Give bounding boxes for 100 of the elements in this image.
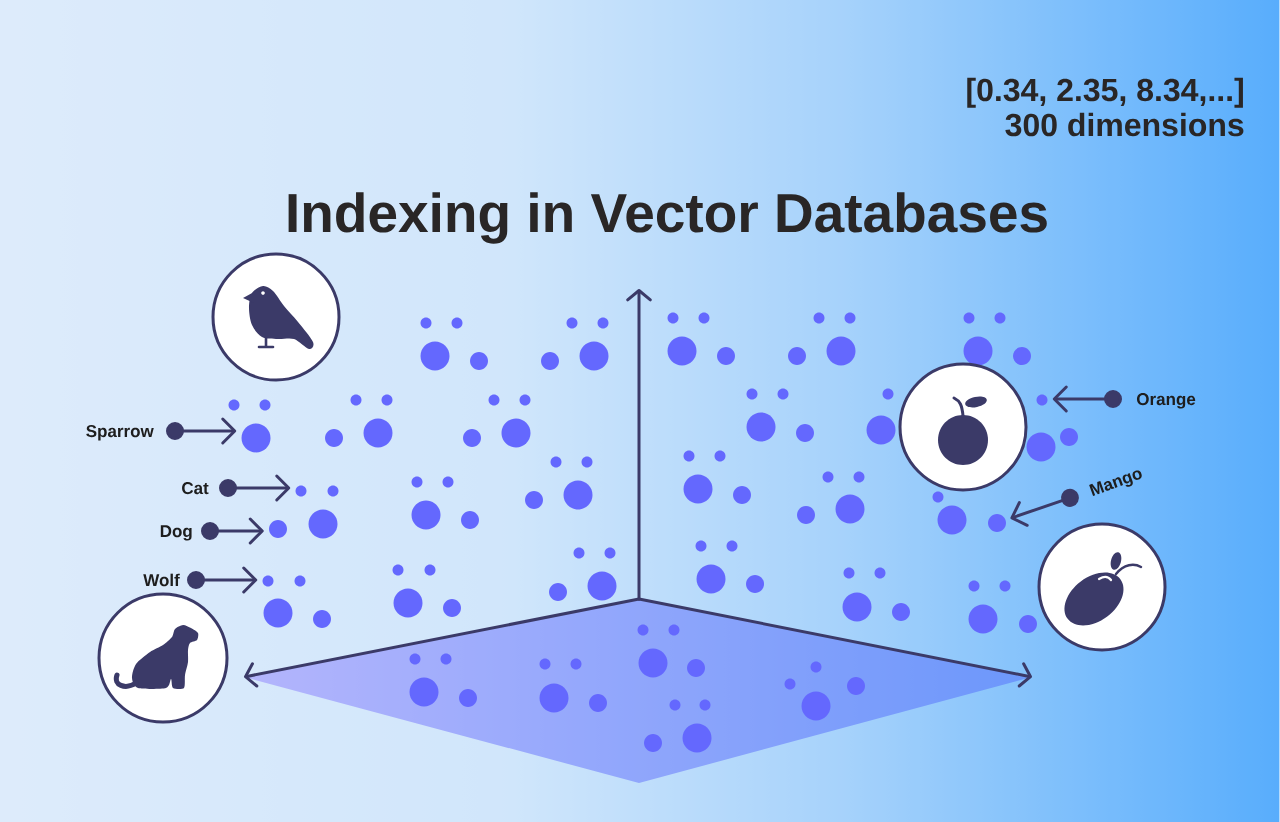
data-point [539,683,569,713]
data-point [644,734,662,752]
dimension-count: 300 dimensions [1005,112,1244,137]
data-point [549,583,567,601]
data-point [822,471,834,483]
data-point [968,604,998,634]
data-point [835,494,865,524]
data-point [813,312,825,324]
data-point [667,336,697,366]
data-point [847,677,865,695]
leader-arrow [166,417,237,445]
data-point [714,450,726,462]
data-point [788,347,806,365]
point-label: Orange [1136,393,1196,409]
data-point [325,429,343,447]
data-point [262,575,274,587]
data-point [294,575,306,587]
point-label: Wolf [143,573,180,587]
data-point [797,506,815,524]
data-point [313,610,331,628]
leader-arrow [1010,488,1079,527]
data-point [604,547,616,559]
data-point [777,388,789,400]
leader-arrow [219,474,291,502]
data-point [668,624,680,636]
data-point [669,699,681,711]
point-label: Dog [160,525,192,541]
data-point [892,603,910,621]
data-point [968,580,980,592]
data-point [784,678,796,690]
data-point [696,564,726,594]
data-point [541,352,559,370]
title: Indexing in Vector Databases [288,192,1047,244]
data-point [573,547,585,559]
data-point [461,511,479,529]
data-point [667,312,679,324]
data-point [411,476,423,488]
data-point [810,661,822,673]
data-point [381,394,393,406]
data-point [746,412,776,442]
data-point [228,399,240,411]
data-point [999,580,1011,592]
data-point [581,456,593,468]
data-point [263,598,293,628]
data-point [699,699,711,711]
data-point [638,648,668,678]
data-point [350,394,362,406]
data-point [733,486,751,504]
data-point [442,476,454,488]
data-point [1013,347,1031,365]
data-point [424,564,436,576]
data-point [411,500,441,530]
data-point [409,653,421,665]
data-point [570,658,582,670]
data-point [295,485,307,497]
data-point [327,485,339,497]
data-point [988,514,1006,532]
data-point [519,394,531,406]
data-point [1060,428,1078,446]
leader-arrow [201,517,264,545]
data-point [420,317,432,329]
data-point [866,415,896,445]
data-point [963,312,975,324]
data-point [801,691,831,721]
data-point [409,677,439,707]
data-point [463,429,481,447]
data-point [844,312,856,324]
data-point [589,694,607,712]
point-label: Mango [1089,470,1142,496]
data-point [937,505,967,535]
data-point [698,312,710,324]
data-point [932,491,944,503]
data-point [843,567,855,579]
data-point [726,540,738,552]
data-point [470,352,488,370]
data-point [488,394,500,406]
data-point [853,471,865,483]
data-point [597,317,609,329]
data-point [501,418,531,448]
data-point [994,312,1006,324]
vector-values: [0.34, 2.35, 8.34,...] [967,77,1243,108]
data-point [637,624,649,636]
data-point [259,399,271,411]
data-point [420,341,450,371]
data-point [796,424,814,442]
data-point [443,599,461,617]
data-point [587,571,617,601]
data-point [746,575,764,593]
data-point [746,388,758,400]
data-point [579,341,609,371]
data-point [1036,394,1048,406]
data-point [1019,615,1037,633]
point-label: Cat [182,482,209,495]
leader-arrow [1052,385,1122,413]
data-point [683,450,695,462]
data-point [695,540,707,552]
data-point [459,689,477,707]
data-point [539,658,551,670]
data-point [687,659,705,677]
data-point [963,336,993,366]
